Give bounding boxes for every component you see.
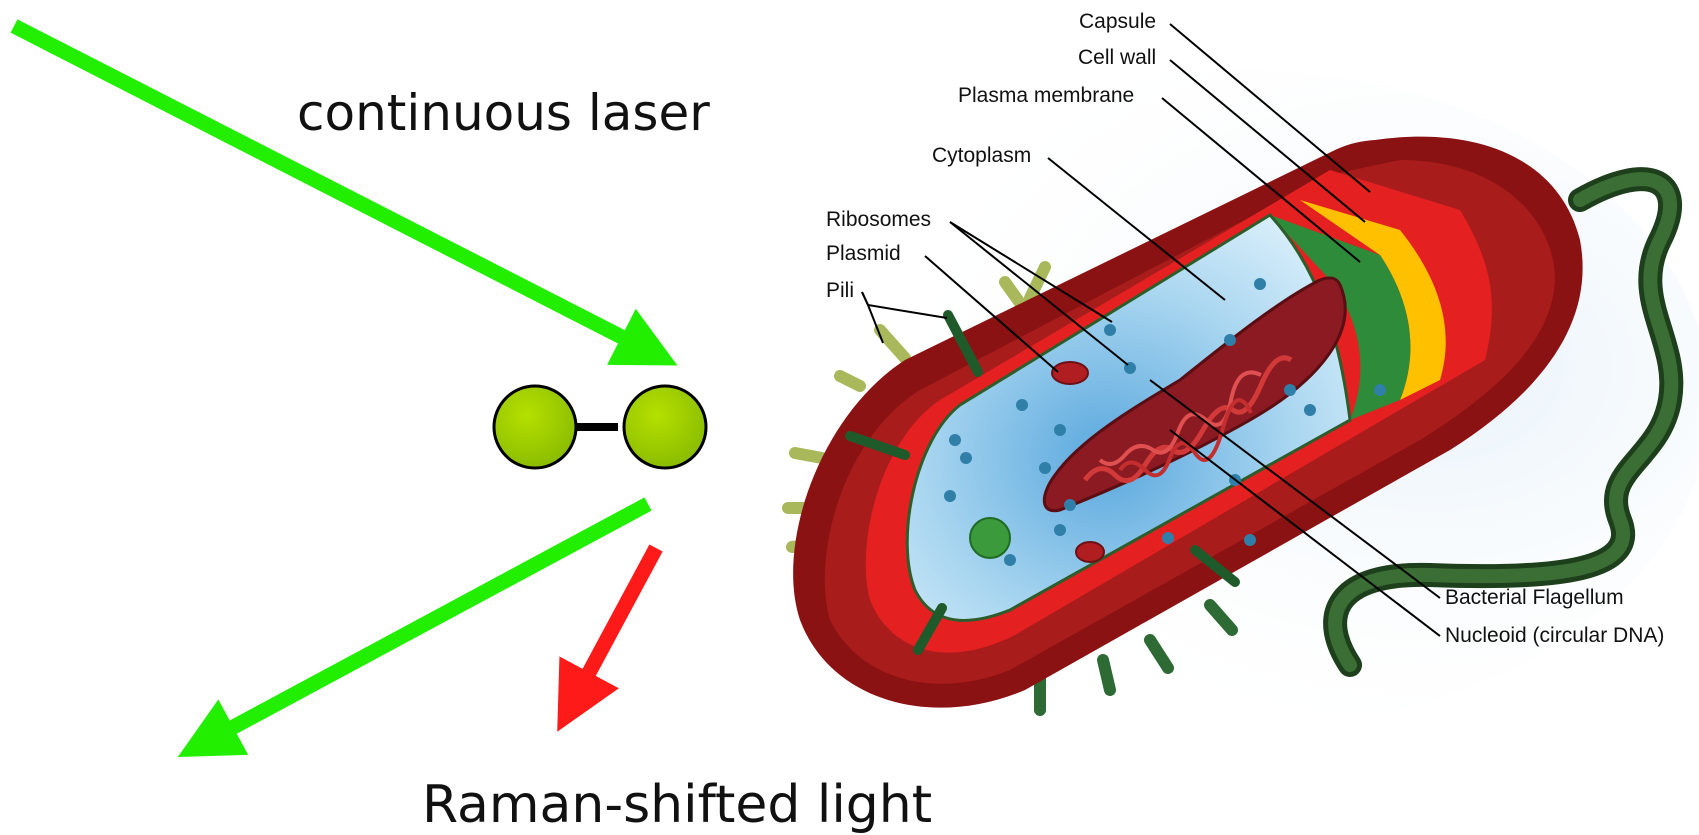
label-cytoplasm: Cytoplasm [932, 144, 1031, 167]
incident-laser-arrow [14, 26, 655, 354]
storage-granule [970, 518, 1010, 558]
atom-left [494, 386, 576, 468]
label-plasma-membrane: Plasma membrane [958, 84, 1134, 107]
label-cell-wall: Cell wall [1078, 46, 1156, 69]
atom-right [624, 386, 706, 468]
raman-shifted-arrow [570, 548, 656, 708]
label-plasmid: Plasmid [826, 242, 901, 265]
bacterial-cell: Capsule Cell wall Plasma membrane Cytopl… [770, 10, 1699, 730]
label-ribosomes: Ribosomes [826, 208, 931, 231]
plasmid [1052, 362, 1088, 384]
label-capsule: Capsule [1079, 10, 1156, 33]
label-flagellum: Bacterial Flagellum [1445, 586, 1624, 609]
diatomic-molecule [494, 386, 706, 468]
label-pili: Pili [826, 279, 854, 302]
plasmid-2 [1076, 542, 1104, 562]
raman-caption: Raman-shifted light [422, 775, 932, 835]
label-nucleoid: Nucleoid (circular DNA) [1445, 624, 1664, 647]
rayleigh-scattered-arrow [200, 504, 648, 745]
laser-caption: continuous laser [297, 84, 710, 142]
